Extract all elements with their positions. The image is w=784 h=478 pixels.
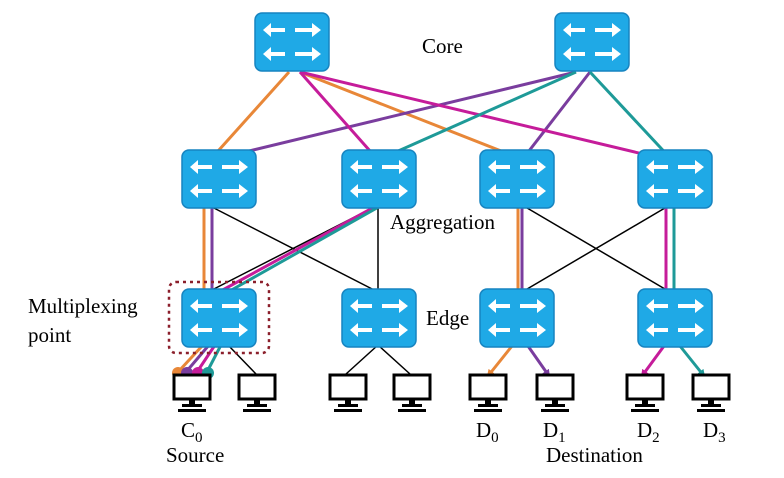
flow-teal	[205, 70, 706, 378]
aggregation-switch-1	[181, 149, 257, 209]
host-label-d2-main: D	[637, 418, 653, 442]
computer-host-icon	[625, 373, 665, 414]
multiplexing-box	[167, 280, 271, 355]
host-label-d3-main: D	[703, 418, 719, 442]
host-label-d3-sub: 3	[718, 430, 726, 446]
flow-orange	[176, 70, 525, 378]
host-label-c0: C0	[181, 420, 203, 446]
edge-switch-2	[341, 288, 417, 348]
edge-switch-4	[637, 288, 713, 348]
switch-icon	[181, 149, 257, 209]
host-d1	[535, 373, 575, 414]
switch-icon	[254, 12, 330, 72]
multiplexing-label-line2: point	[28, 323, 72, 347]
computer-host-icon	[392, 373, 432, 414]
host-label-d0: D0	[476, 420, 499, 446]
edge-label: Edge	[426, 306, 470, 330]
host-label-d0-main: D	[476, 418, 492, 442]
core-switch-1	[254, 12, 330, 72]
switch-icon	[554, 12, 630, 72]
host-label-d1: D1	[543, 420, 566, 446]
edge-switch-3	[479, 288, 555, 348]
switch-icon	[341, 149, 417, 209]
host-label-d2: D2	[637, 420, 660, 446]
aggregation-switch-3	[479, 149, 555, 209]
computer-host-icon	[535, 373, 575, 414]
computer-host-icon	[237, 373, 277, 414]
source-label: Source	[166, 443, 225, 467]
computer-host-icon	[172, 373, 212, 414]
core-label: Core	[422, 34, 463, 58]
switch-icon	[637, 288, 713, 348]
aggregation-switch-2	[341, 149, 417, 209]
host-label-c0-main: C	[181, 418, 196, 442]
host-d0	[468, 373, 508, 414]
flow-purple	[184, 70, 592, 378]
aggregation-label: Aggregation	[390, 210, 495, 234]
host-label-c0-sub: 0	[195, 430, 203, 446]
switch-icon	[479, 288, 555, 348]
edge-switch-1	[181, 288, 257, 348]
host-d2	[625, 373, 665, 414]
switch-icon	[479, 149, 555, 209]
host-3	[328, 373, 368, 414]
host-label-d0-sub: 0	[491, 430, 499, 446]
host-label-d3: D3	[703, 420, 726, 446]
switch-icon	[637, 149, 713, 209]
aggregation-switch-4	[637, 149, 713, 209]
multiplexing-label-line1: Multiplexing	[28, 294, 138, 318]
host-2	[237, 373, 277, 414]
switch-icon	[341, 288, 417, 348]
host-links	[227, 344, 411, 375]
host-d3	[691, 373, 731, 414]
host-label-d1-sub: 1	[558, 430, 566, 446]
destination-label: Destination	[546, 443, 643, 467]
host-label-d1-main: D	[543, 418, 559, 442]
switch-icon	[181, 288, 257, 348]
core-switch-2	[554, 12, 630, 72]
host-c0	[172, 373, 212, 414]
computer-host-icon	[328, 373, 368, 414]
computer-host-icon	[691, 373, 731, 414]
host-4	[392, 373, 432, 414]
computer-host-icon	[468, 373, 508, 414]
host-label-d2-sub: 2	[652, 430, 660, 446]
